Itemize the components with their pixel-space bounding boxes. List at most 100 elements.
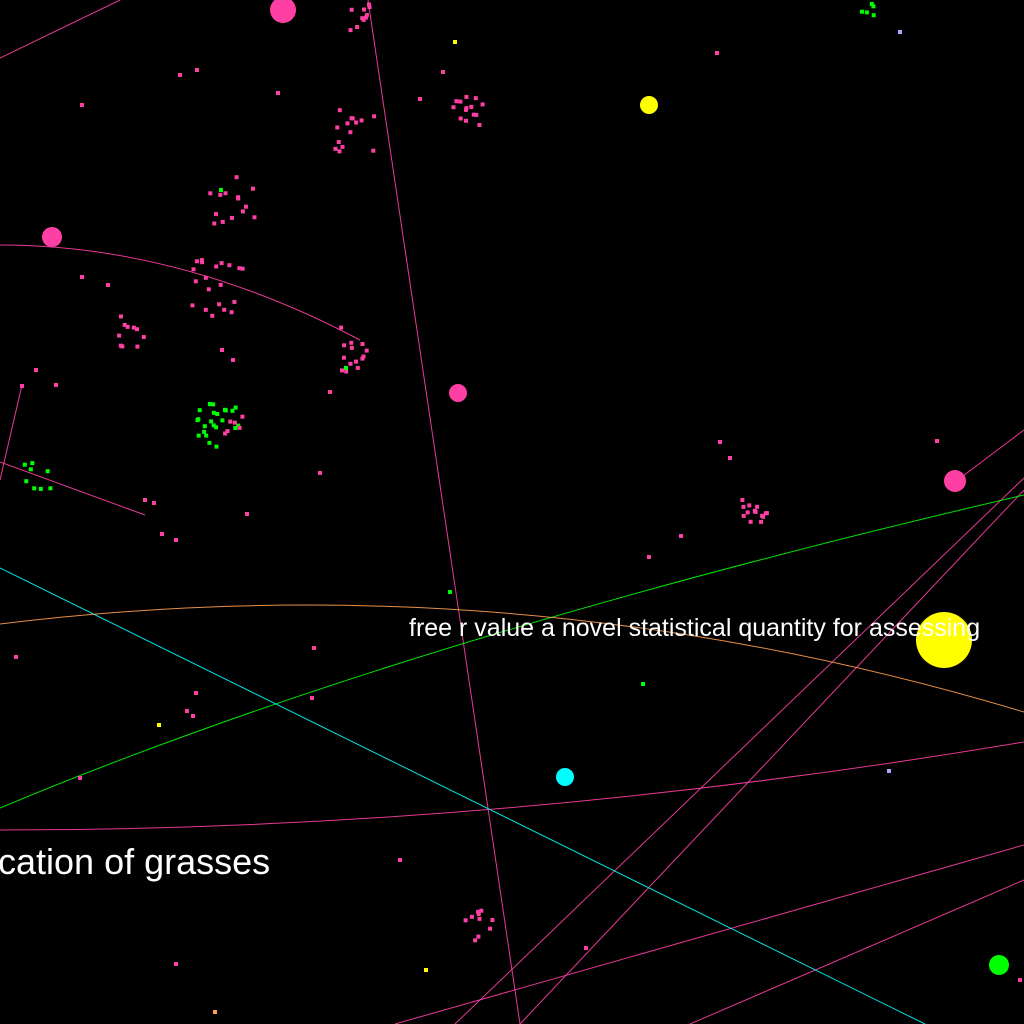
cluster-node [367,5,372,10]
edge-line [519,489,1024,1024]
cluster-node [367,2,371,7]
cluster-node [454,99,459,104]
cluster-node [348,130,353,135]
cluster-node [194,259,199,264]
cluster-node [135,327,139,332]
cluster-node [141,335,146,339]
small-node [231,358,235,362]
edge-line [367,0,521,1024]
cluster-node [214,425,219,430]
cluster-node [748,519,753,524]
cluster-node [251,186,255,191]
small-node [441,70,445,74]
small-node [194,691,198,695]
cluster-node [117,333,122,338]
edge-line [0,461,146,516]
cluster-node [745,510,750,515]
cluster-node [469,914,474,919]
cluster-node [341,355,346,360]
cluster-node [38,486,43,491]
cluster-node [222,307,227,312]
cluster-node [473,96,478,101]
small-node [398,858,402,862]
cluster-node [22,462,27,467]
cluster-node [232,299,237,304]
cluster-node [223,431,228,436]
small-node [106,283,110,287]
large-node [42,227,62,247]
small-node [152,501,156,505]
cluster-node [202,424,207,429]
cluster-node [211,423,216,428]
cluster-node [131,325,136,330]
large-node-layer [42,0,1009,975]
cluster-node [28,467,33,472]
small-node [245,512,249,516]
small-node [14,655,18,659]
large-node [989,955,1009,975]
edge-line [394,844,1024,1024]
edge-line [0,741,1024,831]
cluster-node [363,15,368,20]
cluster-node [240,414,245,419]
cluster-node [349,345,354,350]
cluster-layer [22,1,876,943]
large-node [944,470,966,492]
cluster-node [340,144,345,149]
cluster-node [759,519,764,524]
small-node [219,188,223,192]
small-node [715,51,719,55]
cluster-node [340,368,344,373]
cluster-node [342,343,347,348]
cluster-node [119,314,123,319]
small-node [584,946,588,950]
cluster-node [359,118,364,123]
cluster-node [473,938,478,943]
cluster-node [371,148,376,153]
cluster-node [360,356,365,361]
cluster-node [476,934,481,939]
cluster-node [195,418,200,423]
cluster-node [237,425,242,430]
cluster-node [206,287,211,292]
small-node [78,776,82,780]
cluster-node [218,282,223,287]
cluster-node [747,503,752,508]
cluster-node [864,10,869,15]
cluster-node [208,191,213,196]
cluster-node [200,260,205,265]
cluster-node [361,354,366,359]
small-node [185,709,189,713]
cluster-node [207,440,212,445]
cluster-node [755,504,760,509]
small-node [728,456,732,460]
cluster-node [32,486,37,491]
cluster-node [458,99,463,104]
cluster-node [199,258,204,263]
cluster-node [360,342,365,346]
cluster-node [120,344,125,349]
cluster-node [333,146,338,151]
edge-line [0,0,121,59]
cluster-node [203,307,208,312]
cluster-node [223,191,228,196]
small-node [318,471,322,475]
cluster-node [214,264,219,269]
small-node [143,498,147,502]
cluster-node [362,7,366,12]
cluster-node [214,444,219,449]
cluster-node [364,348,369,353]
cluster-node [476,912,481,916]
small-node [310,696,314,700]
small-node [448,590,452,594]
cluster-node [228,419,233,424]
cluster-node [191,267,196,272]
cluster-node [217,302,222,307]
small-node [160,532,164,536]
cluster-node [372,114,377,119]
cluster-node [869,1,874,6]
small-node [54,383,58,387]
large-node [640,96,658,114]
